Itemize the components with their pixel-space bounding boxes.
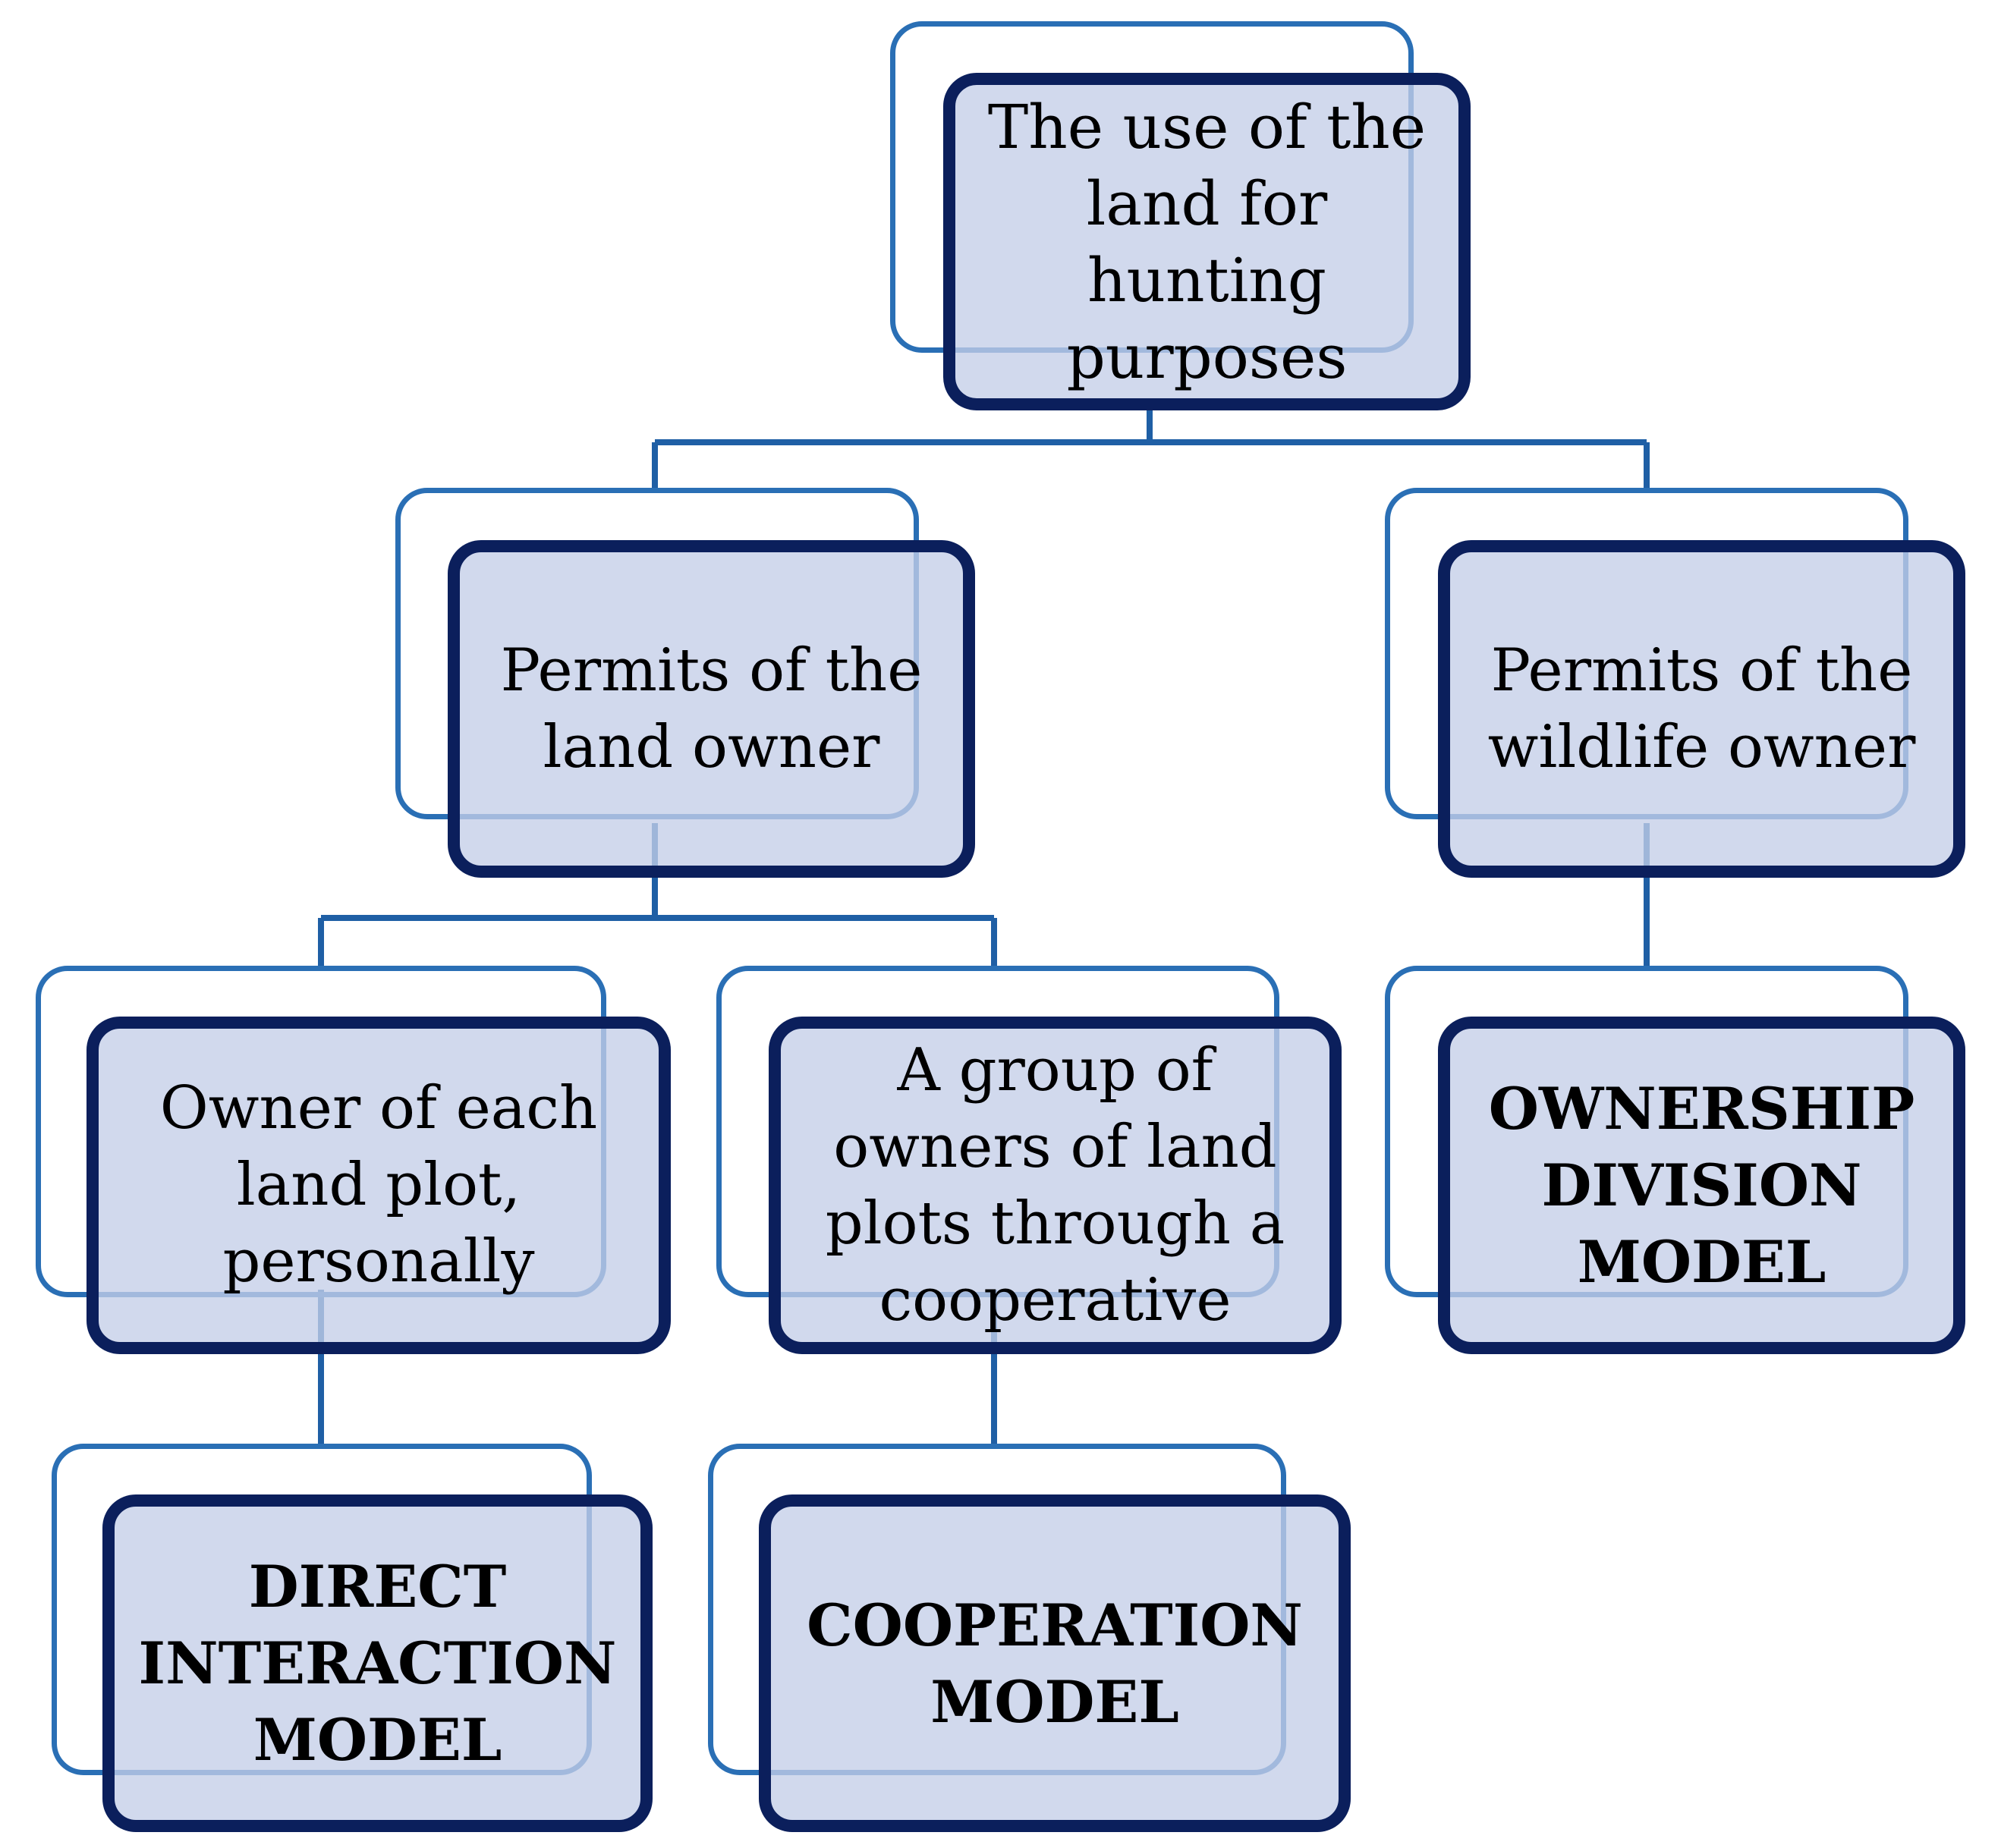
ownership-division-card: OWNERSHIP DIVISION MODEL bbox=[1438, 1017, 1965, 1354]
land-owner-card: Permits of the land owner bbox=[448, 540, 975, 878]
land-owner-label: Permits of the land owner bbox=[500, 636, 923, 781]
wildlife-owner-card: Permits of the wildlife owner bbox=[1438, 540, 1965, 878]
group-owners-label: A group of owners of land plots through … bbox=[825, 1036, 1285, 1334]
owner-each-card: Owner of each land plot, personally bbox=[87, 1017, 671, 1354]
cooperation-card: COOPERATION MODEL bbox=[759, 1494, 1351, 1832]
direct-interaction-card: DIRECT INTERACTION MODEL bbox=[102, 1494, 653, 1832]
direct-interaction-label: DIRECT INTERACTION MODEL bbox=[138, 1553, 617, 1774]
cooperation-label: COOPERATION MODEL bbox=[807, 1591, 1303, 1736]
root-label: The use of the land for hunting purposes bbox=[987, 91, 1427, 392]
ownership-division-label: OWNERSHIP DIVISION MODEL bbox=[1488, 1075, 1915, 1296]
group-owners-card: A group of owners of land plots through … bbox=[769, 1017, 1342, 1354]
owner-each-label: Owner of each land plot, personally bbox=[159, 1074, 598, 1296]
root-card: The use of the land for hunting purposes bbox=[943, 73, 1471, 410]
wildlife-owner-label: Permits of the wildlife owner bbox=[1487, 636, 1916, 781]
